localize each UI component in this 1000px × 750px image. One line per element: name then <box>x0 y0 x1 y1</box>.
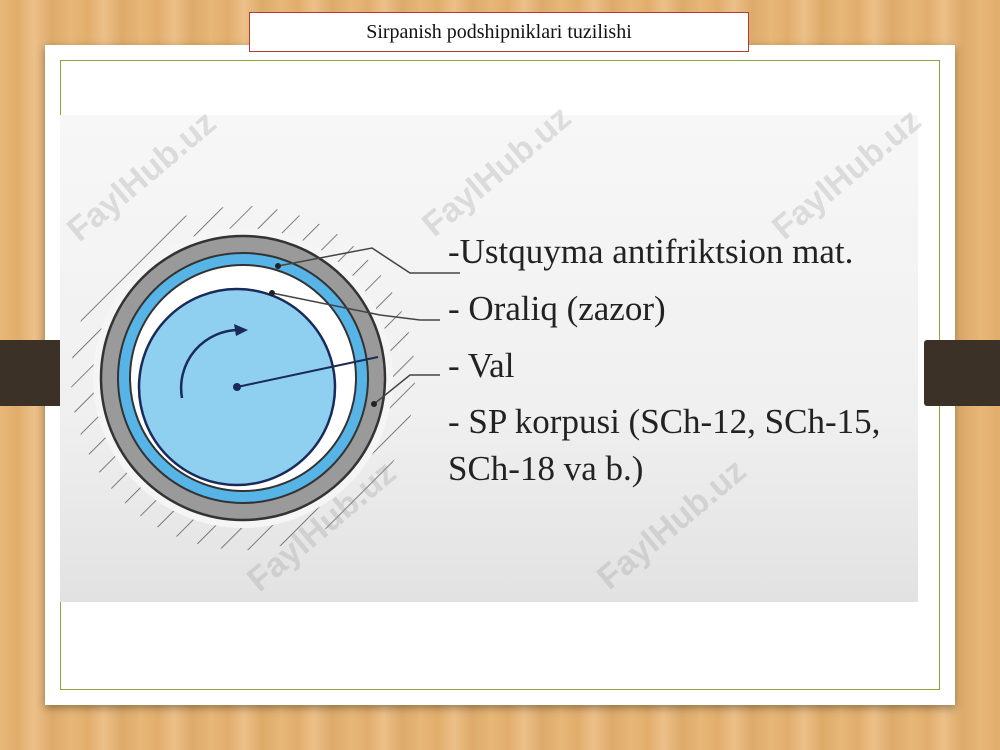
leader-line-gap <box>271 292 440 321</box>
left-tab-decoration <box>0 340 62 406</box>
content-image-panel: -Ustquyma antifriktsion mat. - Oraliq (z… <box>60 115 918 602</box>
leader-dot-gap <box>269 290 275 296</box>
rotation-arrow-icon <box>179 328 241 399</box>
right-tab-decoration <box>924 340 1000 406</box>
leader-line-liner <box>277 247 460 274</box>
leader-line-housing <box>373 374 440 405</box>
leader-dot-liner <box>275 263 281 269</box>
rotation-arrowhead-icon <box>234 324 248 336</box>
legend-item-shaft: - Val <box>448 346 515 385</box>
legend-item-clearance: - Oraliq (zazor) <box>448 289 666 328</box>
shaft-radius-line <box>236 356 379 388</box>
legend-item-liner: -Ustquyma antifriktsion mat. <box>448 232 854 271</box>
slide-title: Sirpanish podshipniklari tuzilishi <box>249 12 749 52</box>
bearing-diagram <box>71 206 460 550</box>
leader-dot-housing <box>371 401 377 407</box>
legend-item-housing: - SP korpusi (SCh-12, SCh-15, SCh-18 va … <box>448 402 881 488</box>
diagram-legend: -Ustquyma antifriktsion mat. - Oraliq (z… <box>448 223 918 492</box>
